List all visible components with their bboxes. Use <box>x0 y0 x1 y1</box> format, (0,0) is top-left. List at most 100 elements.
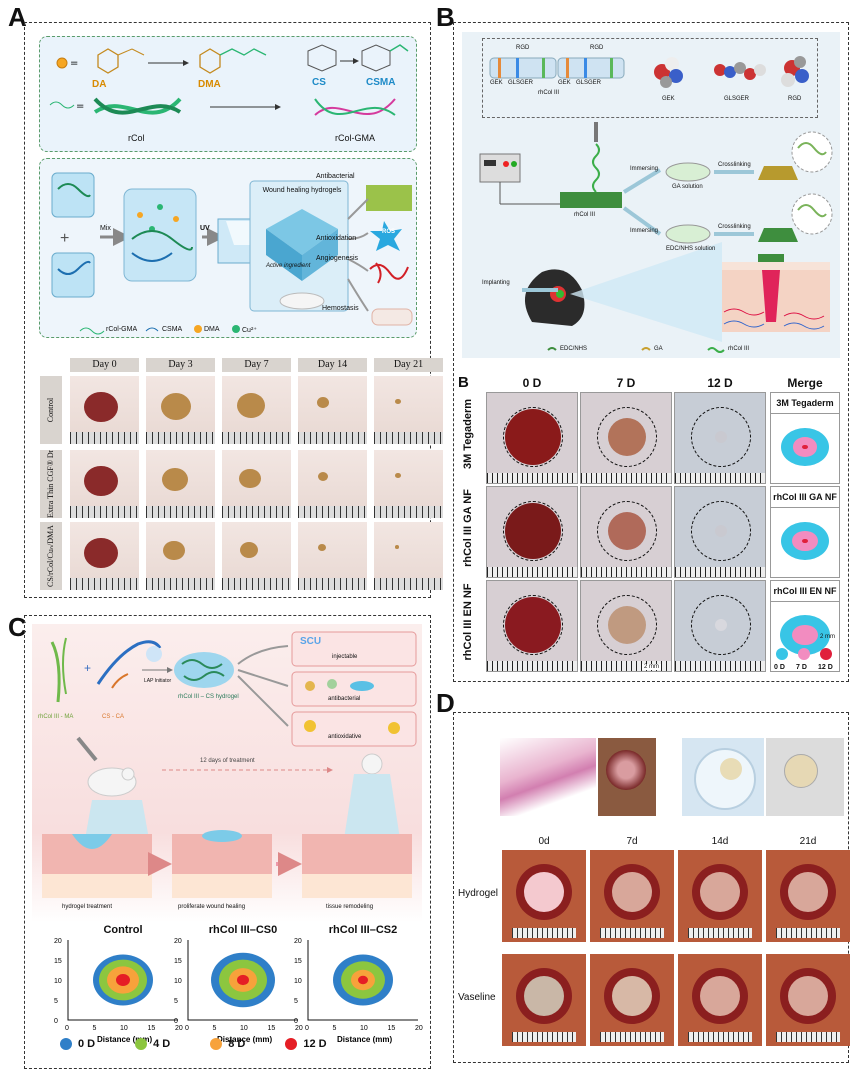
wound-area <box>318 544 326 552</box>
legend-dot <box>135 1038 148 1051</box>
label-da: DA <box>92 79 107 90</box>
panel-b-scheme-svg <box>479 56 833 353</box>
y-tick-label: 5 <box>174 998 178 1005</box>
wound-area <box>395 545 399 549</box>
ruler <box>688 928 752 938</box>
merge-label: 3M Tegaderm <box>771 393 839 414</box>
ruler <box>776 928 840 938</box>
legend-swatch <box>820 648 832 660</box>
row-label: Extra Thin CGF® Dressing <box>40 450 62 518</box>
legend-item: 0 D <box>60 1038 95 1051</box>
label-glsger-1: GLSGER <box>508 80 534 86</box>
merge-area <box>802 538 808 544</box>
wound-outline <box>503 501 563 561</box>
chart-axes <box>187 940 298 1021</box>
label-uv: UV <box>200 225 210 232</box>
chart-title: rhCol III–CS2 <box>328 924 398 936</box>
ruler <box>487 661 577 671</box>
panel-letter-a: A <box>8 2 27 32</box>
wound-area <box>788 976 828 1016</box>
ruler <box>487 473 577 483</box>
panel-a-chemistry-box: = = DA DMA CS CSMA rCol rCol-GMA <box>39 36 417 152</box>
wound-photo <box>146 522 215 590</box>
legend-cu: Cu²⁺ <box>242 327 257 334</box>
label-rgd-model: RGD <box>788 96 802 102</box>
wound-photo <box>298 522 367 590</box>
label-immersing-1: Immersing <box>630 166 659 172</box>
label-crosslinking-2: Crosslinking <box>718 224 751 230</box>
legend-swatch <box>798 648 810 660</box>
legend-item: 12 D <box>285 1038 327 1051</box>
y-tick-label: 10 <box>54 978 62 985</box>
row-label: CS/rCol/Cuₙ/DMA <box>40 522 62 590</box>
label-angiogenesis: Angiogenesis <box>316 255 359 262</box>
label-hemostasis: Hemostasis <box>322 305 359 312</box>
label-lap: LAP Initiator <box>144 678 172 684</box>
x-axis-label: Distance (mm) <box>337 1035 392 1044</box>
wound-photo <box>374 450 443 518</box>
panel-a-scheme-box: + Mix UV Wound healing hydrogel <box>39 158 417 338</box>
petri-dish-image <box>682 738 764 816</box>
wound-photo <box>766 850 850 942</box>
legend-item: 8 D <box>210 1038 246 1051</box>
label-crosslinking-1: Crosslinking <box>718 162 751 168</box>
label-c-hydrogel: rhCol III – CS hydrogel <box>178 694 239 700</box>
legend-swatch <box>776 648 788 660</box>
ruler <box>70 432 139 444</box>
legend-label: 8 D <box>228 1038 246 1050</box>
x-tick-label: 15 <box>268 1025 276 1032</box>
label-csma: CSMA <box>366 77 396 88</box>
wound-area <box>83 391 118 423</box>
day-header: Day 0 <box>70 358 139 372</box>
wound-area <box>788 872 828 912</box>
wound-outline <box>503 407 563 467</box>
row-label: rhCol III GA NF <box>462 489 474 567</box>
ruler <box>146 578 215 590</box>
y-tick-label: 20 <box>174 938 182 945</box>
legend-csma: CSMA <box>162 326 183 333</box>
chart-title: rhCol III–CS0 <box>208 924 278 936</box>
histology-image <box>500 738 596 816</box>
wound-photo <box>674 486 766 578</box>
x-axis-label: Distance (mm) <box>97 1035 152 1044</box>
label-hydrogel-title: Wound healing hydrogels <box>262 187 342 194</box>
ruler <box>70 506 139 518</box>
label-mix: Mix <box>100 225 111 232</box>
wound-photo <box>70 376 139 444</box>
wound-area <box>317 397 329 408</box>
wound-outline <box>597 501 657 561</box>
y-tick-label: 0 <box>54 1018 58 1025</box>
panel-b-scheme: RGD RGD GEK GLSGER GEK GLSGER rhCol III … <box>462 32 840 358</box>
wound-photo <box>502 954 586 1046</box>
wound-photo <box>70 450 139 518</box>
label-implanting: Implanting <box>482 280 510 286</box>
x-tick-label: 0 <box>65 1025 69 1032</box>
label-antioxidation: Antioxidation <box>316 235 357 242</box>
wound-area <box>161 467 188 491</box>
panel-b-frame <box>453 22 849 682</box>
wound-photo <box>486 486 578 578</box>
label-cs-ca: CS - CA <box>102 714 125 720</box>
legend-dot <box>210 1038 223 1051</box>
col-header: Merge <box>787 376 823 390</box>
merge-scale-bar: 2 mm <box>820 634 835 640</box>
col-header: 21d <box>799 836 817 847</box>
row-label: Vaseline <box>458 992 496 1003</box>
x-axis-label: Distance (mm) <box>217 1035 272 1044</box>
wound-photo <box>502 850 586 942</box>
label-gek-1: GEK <box>490 80 503 86</box>
contour-area <box>358 975 368 985</box>
y-tick-label: 5 <box>54 998 58 1005</box>
ruler <box>222 432 291 444</box>
svg-text:+: + <box>60 230 69 247</box>
wound-photo <box>590 954 674 1046</box>
ruler <box>146 432 215 444</box>
y-tick-label: 20 <box>54 938 62 945</box>
label-glsger-2: GLSGER <box>576 80 602 86</box>
panel-b-sub-letter: B <box>458 374 469 391</box>
wound-area <box>83 465 118 497</box>
legend-rcol-gma: rCol-GMA <box>106 326 138 333</box>
legend-ga: GA <box>654 346 663 352</box>
